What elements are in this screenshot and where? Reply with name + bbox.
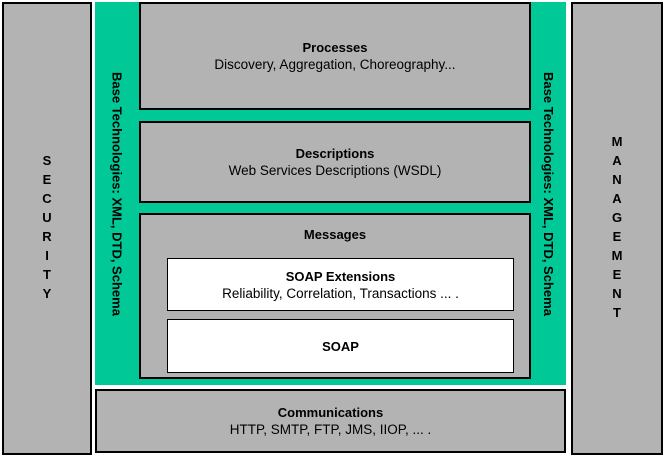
layer-messages: Messages SOAP Extensions Reliability, Co… (139, 213, 531, 379)
management-pillar: MANAGEMENT (571, 2, 663, 455)
management-label: MANAGEMENT (609, 133, 625, 324)
messages-title: Messages (303, 227, 367, 242)
layer-communications: Communications HTTP, SMTP, FTP, JMS, IIO… (95, 389, 566, 453)
soap-extensions-subtitle: Reliability, Correlation, Transactions .… (222, 285, 459, 301)
soap-extensions-box: SOAP Extensions Reliability, Correlation… (167, 258, 514, 311)
soap-extensions-title: SOAP Extensions (285, 268, 396, 284)
processes-title: Processes (302, 40, 368, 55)
security-pillar: SECURITY (2, 2, 92, 455)
layer-processes: Processes Discovery, Aggregation, Choreo… (139, 2, 531, 110)
base-technologies-label-left: Base Technologies: XML, DTD, Schema (109, 71, 125, 316)
base-technologies-label-right: Base Technologies: XML, DTD, Schema (541, 71, 556, 316)
communications-title: Communications (277, 405, 384, 420)
processes-subtitle: Discovery, Aggregation, Choreography... (214, 57, 456, 72)
soap-title: SOAP (322, 338, 359, 354)
descriptions-subtitle: Web Services Descriptions (WSDL) (228, 163, 442, 178)
base-technologies-bar-left: Base Technologies: XML, DTD, Schema (95, 2, 139, 385)
layer-descriptions: Descriptions Web Services Descriptions (… (139, 121, 531, 203)
base-technologies-region: Base Technologies: XML, DTD, Schema Base… (95, 2, 566, 385)
base-technologies-bar-right: Base Technologies: XML, DTD, Schema (531, 2, 566, 385)
security-label: SECURITY (39, 152, 55, 305)
communications-subtitle: HTTP, SMTP, FTP, JMS, IIOP, ... . (229, 422, 432, 437)
soap-box: SOAP (167, 319, 514, 373)
descriptions-title: Descriptions (295, 146, 375, 161)
